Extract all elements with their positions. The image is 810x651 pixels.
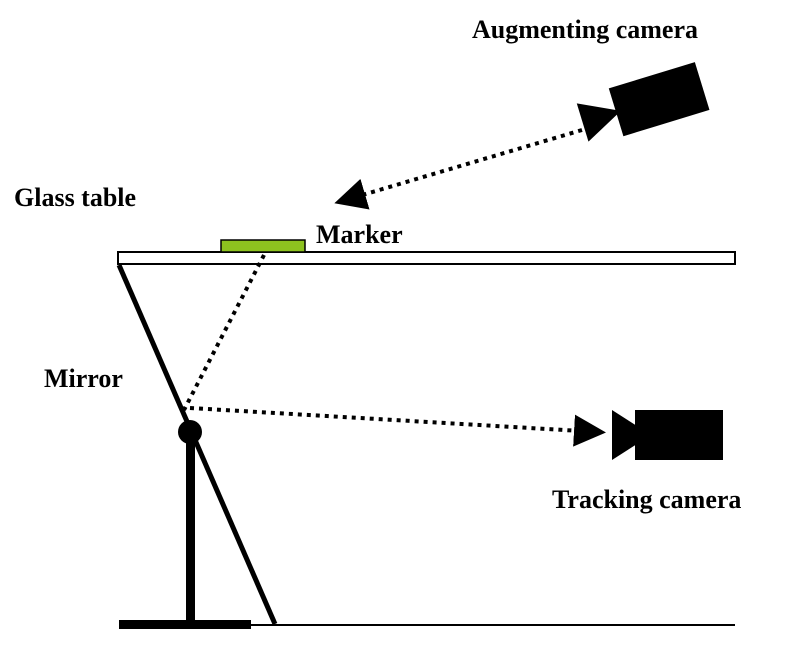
mirror-stand-base	[119, 620, 251, 629]
mirror-stand-pole	[186, 432, 195, 624]
glass-table	[117, 251, 736, 265]
tracking-camera-icon	[612, 410, 723, 460]
marker	[220, 239, 306, 253]
mirror	[116, 264, 278, 625]
mirror-label: Mirror	[44, 364, 123, 393]
augmenting-ray	[334, 128, 583, 210]
marker-label: Marker	[316, 220, 403, 249]
tracking-camera-label: Tracking camera	[552, 485, 741, 514]
mirror-to-tracking-ray	[189, 406, 606, 447]
marker-to-mirror-ray	[182, 254, 266, 411]
glass-table-label: Glass table	[14, 183, 136, 212]
augmenting-camera-icon	[576, 62, 710, 142]
augmenting-camera-label: Augmenting camera	[472, 15, 698, 44]
